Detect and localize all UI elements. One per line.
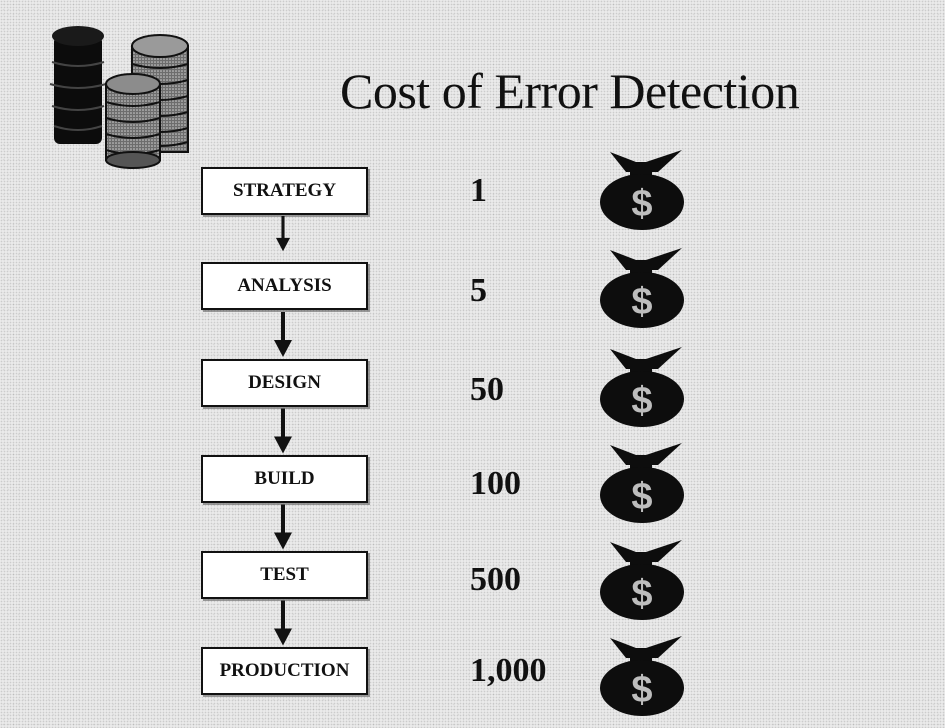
money-bag-icon: $ [600, 150, 684, 230]
money-bag-icon: $ [600, 443, 684, 523]
page-title: Cost of Error Detection [340, 63, 800, 119]
arrow-down-icon [275, 216, 291, 252]
stage-box-test: TEST [201, 551, 368, 599]
coin-stacks-icon [49, 26, 189, 169]
cost-value-test: 500 [470, 561, 521, 598]
cost-value-design: 50 [470, 371, 504, 408]
stage-box-build: BUILD [201, 455, 368, 503]
arrow-down-icon [274, 504, 292, 550]
cost-value-production: 1,000 [470, 652, 547, 689]
stage-box-design: DESIGN [201, 359, 368, 407]
arrow-down-icon [274, 408, 292, 454]
dollar-sign: $ [631, 183, 652, 225]
dollar-sign: $ [631, 380, 652, 422]
cost-value-build: 100 [470, 465, 521, 502]
cost-value-strategy: 1 [470, 172, 487, 209]
stage-box-analysis: ANALYSIS [201, 262, 368, 310]
arrow-down-icon [274, 600, 292, 646]
money-bag-icon: $ [600, 248, 684, 328]
stage-box-strategy: STRATEGY [201, 167, 368, 215]
arrow-down-icon [274, 312, 292, 357]
money-bag-icon: $ [600, 347, 684, 427]
dollar-sign: $ [631, 281, 652, 323]
dollar-sign: $ [631, 573, 652, 615]
cost-value-analysis: 5 [470, 272, 487, 309]
money-bag-icon: $ [600, 636, 684, 716]
stage-box-production: PRODUCTION [201, 647, 368, 695]
money-bag-icon: $ [600, 540, 684, 620]
dollar-sign: $ [631, 669, 652, 711]
dollar-sign: $ [631, 476, 652, 518]
